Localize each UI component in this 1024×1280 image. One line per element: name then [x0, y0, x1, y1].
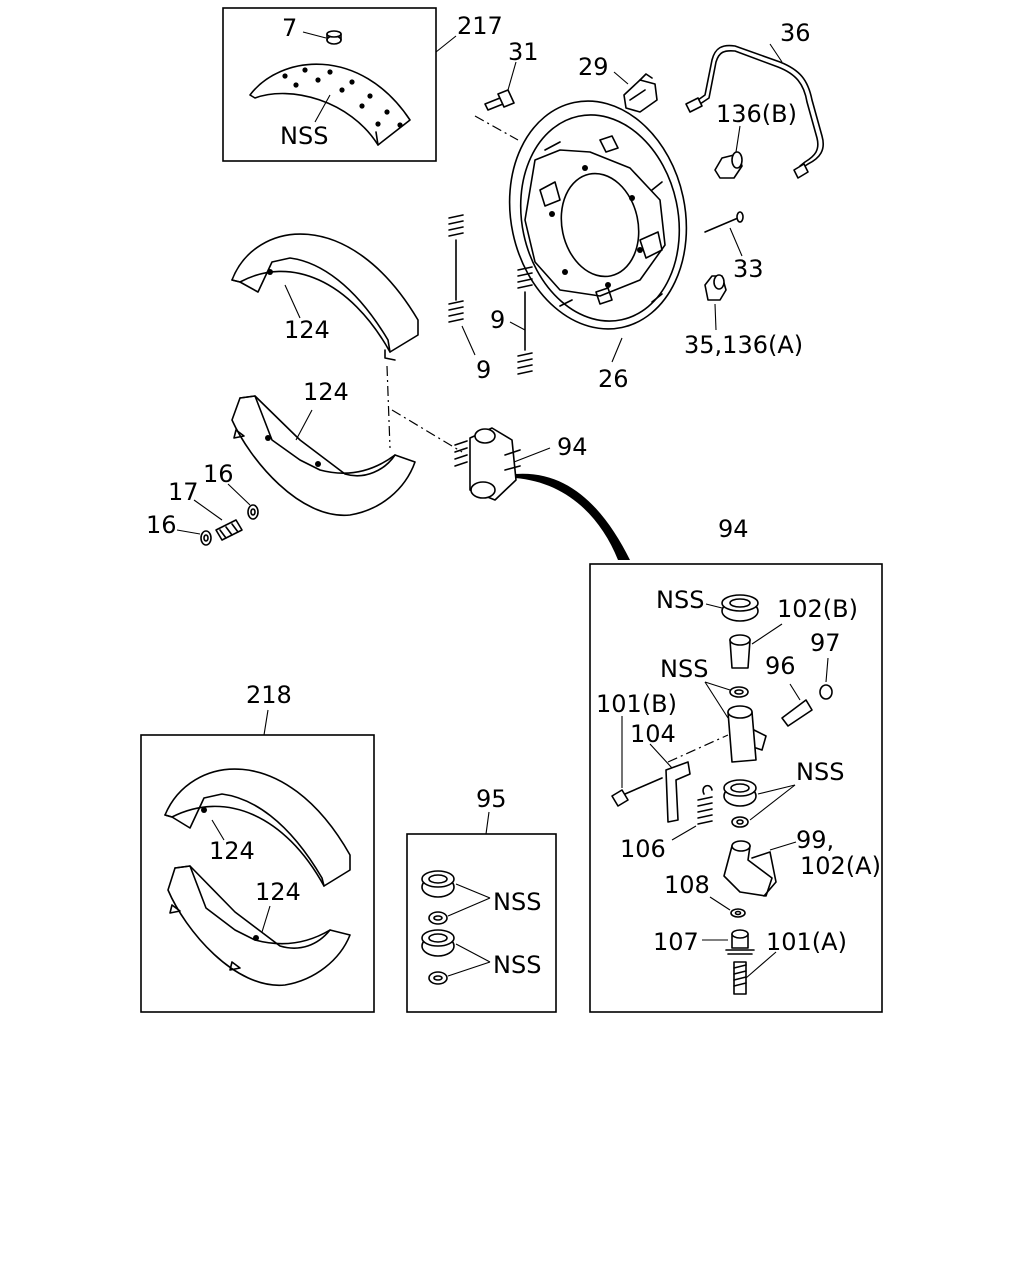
brake-pipe-36 — [685, 44, 824, 179]
label-124-kit-lower: 124 — [255, 878, 301, 906]
label-95: 95 — [476, 785, 507, 813]
label-17: 17 — [168, 478, 199, 506]
spring-17 — [215, 519, 243, 541]
label-9-mid: 9 — [490, 306, 505, 334]
wheel-cylinder-box-94 — [589, 563, 883, 1013]
label-nss-top: NSS — [656, 586, 704, 614]
label-124-kit-upper: 124 — [209, 837, 255, 865]
label-94-box: 94 — [718, 515, 749, 543]
kit-boot-nss-2 — [421, 929, 455, 957]
brake-shoe-124-lower — [231, 395, 416, 516]
screw-101a — [733, 961, 747, 995]
label-94-main: 94 — [557, 433, 588, 461]
piston-99-102a — [723, 840, 777, 897]
label-nss-kit-1: NSS — [493, 888, 541, 916]
boot-nss-right — [723, 779, 757, 807]
return-spring-9-lower — [517, 266, 533, 375]
label-nss-lining: NSS — [280, 122, 328, 150]
label-108: 108 — [664, 871, 710, 899]
rivet-7 — [326, 30, 342, 45]
label-217: 217 — [457, 12, 503, 40]
label-31: 31 — [508, 38, 539, 66]
label-33: 33 — [733, 255, 764, 283]
brake-lining-nss — [249, 63, 411, 146]
wheel-cylinder-94 — [454, 427, 521, 501]
label-96: 96 — [765, 652, 796, 680]
label-29: 29 — [578, 53, 609, 81]
cap-97 — [819, 684, 833, 700]
adjuster-107 — [725, 929, 755, 955]
boot-nss-top — [721, 594, 759, 622]
piston-102b — [729, 634, 751, 669]
label-16-lower: 16 — [146, 511, 177, 539]
label-124-upper: 124 — [284, 316, 330, 344]
label-35-136a: 35,136(A) — [684, 331, 803, 359]
shoe-kit-box-218 — [140, 734, 375, 1013]
return-spring-9-upper — [448, 214, 464, 323]
callout-arrow — [515, 473, 630, 560]
label-97: 97 — [810, 629, 841, 657]
switch-29 — [623, 73, 658, 113]
kit-cup-nss-2 — [428, 971, 448, 985]
label-26: 26 — [598, 365, 629, 393]
cylinder-body — [727, 705, 767, 763]
washer-16-right — [247, 504, 259, 520]
label-9-lower: 9 — [476, 356, 491, 384]
washer-16-left — [200, 530, 212, 546]
label-218: 218 — [246, 681, 292, 709]
cup-nss-right — [731, 816, 749, 828]
kit-cup-nss-1 — [428, 911, 448, 925]
label-101a: 101(A) — [766, 928, 847, 956]
bolt-101b — [611, 777, 663, 807]
label-136b: 136(B) — [716, 100, 797, 128]
cup-nss-mid — [729, 686, 749, 698]
grommet-136b — [714, 151, 743, 179]
kit-shoe-124-lower — [167, 865, 351, 986]
label-107: 107 — [653, 928, 699, 956]
lever-104 — [665, 761, 691, 823]
spring-106 — [697, 784, 713, 825]
label-nss-right: NSS — [796, 758, 844, 786]
seal-kit-box-95 — [406, 833, 557, 1013]
label-36: 36 — [780, 19, 811, 47]
label-16-upper: 16 — [203, 460, 234, 488]
label-102b: 102(B) — [777, 595, 858, 623]
plug-35-136a — [704, 274, 727, 301]
label-124-lower: 124 — [303, 378, 349, 406]
bleeder-96 — [781, 699, 813, 727]
kit-shoe-124-upper — [164, 768, 351, 887]
label-102a: 102(A) — [800, 852, 881, 880]
label-99: 99, — [796, 826, 834, 854]
lining-kit-box-217 — [222, 7, 437, 162]
brake-shoe-124-upper — [231, 233, 419, 361]
backing-plate-26 — [508, 100, 688, 330]
label-nss-mid: NSS — [660, 655, 708, 683]
label-7: 7 — [282, 14, 297, 42]
label-104: 104 — [630, 720, 676, 748]
label-nss-kit-2: NSS — [493, 951, 541, 979]
washer-108 — [730, 908, 746, 918]
pin-33 — [704, 211, 744, 233]
bolt-31 — [484, 89, 515, 111]
label-101b: 101(B) — [596, 690, 677, 718]
label-106: 106 — [620, 835, 666, 863]
kit-boot-nss-1 — [421, 870, 455, 898]
